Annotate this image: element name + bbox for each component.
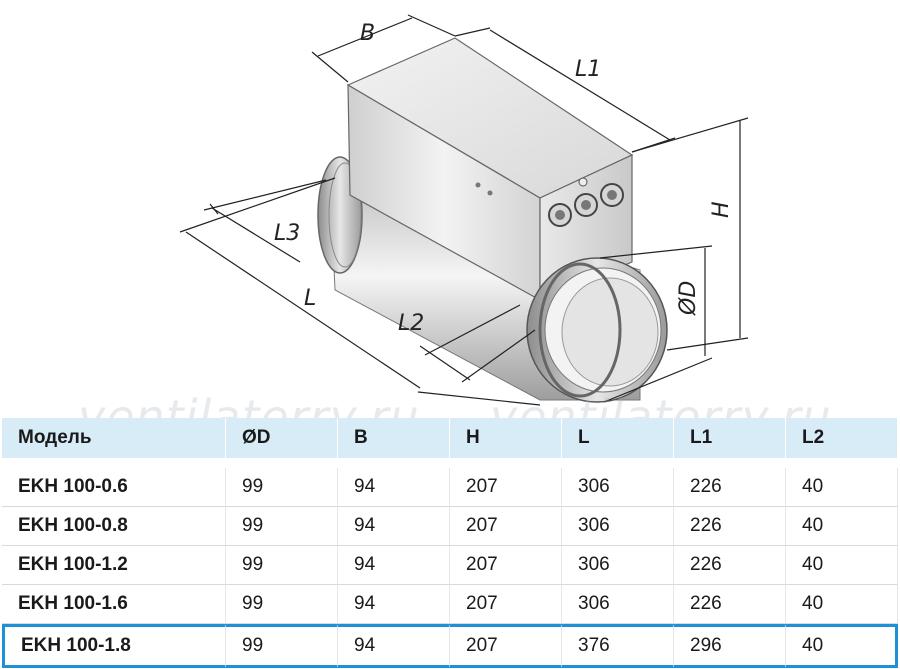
dim-label-l2: L2 [398,311,424,336]
dim-label-l: L [304,286,316,311]
specs-table: Модель ØD B H L L1 L2 EKH 100-0.6 99 94 … [2,418,898,668]
cell-l2: 40 [786,507,898,546]
cell-diameter: 99 [226,468,338,507]
cell-diameter: 99 [226,546,338,585]
cell-h: 207 [450,585,562,624]
cell-l2: 40 [786,585,898,624]
cell-b: 94 [338,585,450,624]
cell-l1: 226 [674,585,786,624]
table-header-row: Модель ØD B H L L1 L2 [2,418,898,458]
table-row: EKH 100-1.2 99 94 207 306 226 40 [2,546,898,585]
heater-dimension-drawing: B L1 H ØD L3 L L2 [179,14,749,406]
header-model: Модель [2,418,226,458]
cell-diameter: 99 [226,585,338,624]
cell-l: 306 [562,546,674,585]
cell-h: 207 [450,507,562,546]
cell-b: 94 [338,624,450,668]
header-l2: L2 [786,418,898,458]
cell-l1: 296 [674,624,786,668]
cell-l2: 40 [786,468,898,507]
cell-l1: 226 [674,468,786,507]
cable-gland-icon [548,183,624,227]
cell-b: 94 [338,468,450,507]
cell-l1: 226 [674,507,786,546]
cell-h: 207 [450,546,562,585]
cell-diameter: 99 [226,507,338,546]
cell-l1: 226 [674,546,786,585]
header-b: B [338,418,450,458]
cell-diameter: 99 [226,624,338,668]
cell-model: EKH 100-1.8 [2,624,226,668]
table-row: EKH 100-0.6 99 94 207 306 226 40 [2,468,898,507]
cell-l: 376 [562,624,674,668]
dimension-labels: B L1 H ØD L3 L L2 [274,21,734,336]
cell-model: EKH 100-1.2 [2,546,226,585]
header-h: H [450,418,562,458]
header-l: L [562,418,674,458]
cell-l: 306 [562,585,674,624]
cell-b: 94 [338,546,450,585]
dimension-lines [179,14,749,406]
header-l1: L1 [674,418,786,458]
dim-label-h: H [709,201,734,218]
table-row-highlighted: EKH 100-1.8 99 94 207 376 296 40 [2,624,898,668]
dim-label-l3: L3 [274,221,300,246]
cell-h: 207 [450,468,562,507]
dim-label-d: ØD [676,281,701,316]
cell-l: 306 [562,507,674,546]
table-row: EKH 100-0.8 99 94 207 306 226 40 [2,507,898,546]
dim-label-l1: L1 [575,57,601,82]
cell-model: EKH 100-0.8 [2,507,226,546]
cell-l: 306 [562,468,674,507]
cell-l2: 40 [786,546,898,585]
dim-label-b: B [360,21,375,46]
table-row: EKH 100-1.6 99 94 207 306 226 40 [2,585,898,624]
cell-model: EKH 100-0.6 [2,468,226,507]
cell-model: EKH 100-1.6 [2,585,226,624]
cell-b: 94 [338,507,450,546]
cell-l2: 40 [786,624,898,668]
front-spigot [526,257,668,403]
header-diameter: ØD [226,418,338,458]
cell-h: 207 [450,624,562,668]
